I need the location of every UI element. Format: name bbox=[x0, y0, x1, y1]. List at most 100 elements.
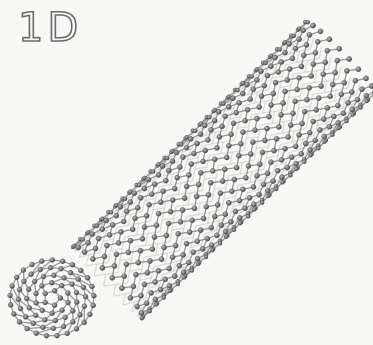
cap-atom bbox=[49, 280, 55, 286]
cap-atom bbox=[23, 314, 29, 320]
tube-atom bbox=[258, 68, 264, 74]
tube-atom bbox=[268, 159, 274, 165]
tube-bond bbox=[111, 216, 122, 221]
tube-atom bbox=[368, 83, 373, 89]
tube-bond bbox=[163, 172, 174, 177]
nanotube-back-lattice bbox=[72, 21, 373, 319]
tube-bond bbox=[248, 114, 252, 127]
tube-atom bbox=[349, 89, 355, 95]
tube-atom bbox=[268, 63, 274, 69]
tube-bond bbox=[313, 70, 318, 83]
tube-atom bbox=[231, 176, 238, 183]
tube-bond bbox=[234, 128, 238, 141]
tube-atom bbox=[244, 81, 250, 88]
tube-atom bbox=[278, 157, 285, 163]
tube-atom bbox=[141, 224, 148, 230]
tube-bond bbox=[326, 78, 339, 82]
cap-atom bbox=[43, 333, 50, 339]
tube-atom bbox=[171, 185, 178, 192]
tube-atom bbox=[274, 167, 281, 174]
tube-atom bbox=[208, 127, 214, 133]
cap-atom bbox=[59, 307, 65, 313]
tube-atom bbox=[302, 159, 307, 165]
tube-atom bbox=[336, 46, 343, 52]
tube-bond bbox=[253, 91, 259, 104]
tube-bond bbox=[237, 182, 250, 186]
tube-bond bbox=[307, 58, 320, 62]
cap-atom bbox=[42, 290, 48, 297]
cap-atom bbox=[40, 273, 47, 280]
tube-bond bbox=[223, 139, 235, 143]
tube-atom bbox=[340, 110, 347, 116]
tube-atom bbox=[155, 210, 162, 217]
cap-atom bbox=[39, 307, 45, 314]
tube-atom bbox=[237, 220, 243, 226]
tube-bond bbox=[97, 229, 108, 235]
tube-bond bbox=[191, 168, 196, 181]
tube-bond bbox=[162, 217, 175, 221]
tube-atom bbox=[211, 117, 218, 124]
tube-atom bbox=[296, 36, 302, 42]
tube-atom bbox=[185, 259, 192, 266]
tube-atom bbox=[300, 52, 307, 59]
tube-atom bbox=[282, 49, 288, 56]
tube-bond bbox=[181, 236, 194, 241]
tube-atom bbox=[264, 170, 271, 177]
fullerene-cap bbox=[7, 257, 97, 339]
tube-atom bbox=[258, 93, 265, 99]
nanotube-body bbox=[70, 19, 373, 321]
tube-atom bbox=[205, 191, 212, 198]
tube-bond bbox=[249, 171, 253, 183]
tube-atom bbox=[169, 197, 176, 203]
tube-atom bbox=[211, 213, 218, 220]
tube-bond bbox=[110, 248, 123, 252]
tube-atom bbox=[217, 190, 224, 196]
tube-bond bbox=[230, 161, 243, 165]
tube-atom bbox=[157, 199, 164, 205]
tube-atom bbox=[270, 90, 277, 97]
tube-atom bbox=[282, 88, 288, 95]
tube-atom bbox=[278, 112, 284, 118]
tube-atom bbox=[308, 153, 313, 158]
tube-atom bbox=[272, 54, 278, 61]
tube-atom bbox=[144, 269, 151, 276]
tube-atom bbox=[352, 77, 359, 84]
tube-bond bbox=[215, 220, 220, 231]
tube-atom bbox=[331, 113, 337, 120]
tube-bond bbox=[131, 307, 143, 313]
tube-atom bbox=[292, 143, 299, 150]
tube-atom bbox=[92, 245, 99, 252]
tube-atom bbox=[244, 106, 251, 113]
tube-atom bbox=[326, 123, 333, 130]
tube-atom bbox=[284, 164, 291, 171]
tube-bond bbox=[201, 143, 213, 147]
tube-atom bbox=[94, 223, 100, 229]
tube-atom bbox=[215, 109, 222, 115]
tube-atom bbox=[314, 39, 321, 45]
tube-atom bbox=[308, 73, 315, 79]
tube-atom bbox=[119, 285, 125, 291]
cap-atom bbox=[33, 312, 39, 319]
tube-bond bbox=[262, 101, 267, 114]
tube-atom bbox=[141, 281, 148, 288]
tube-bond bbox=[308, 114, 321, 119]
cap-bond bbox=[70, 272, 88, 279]
cap-atom bbox=[67, 270, 74, 276]
tube-bond bbox=[83, 243, 94, 248]
tube-atom bbox=[113, 251, 120, 258]
tube-atom bbox=[354, 96, 361, 103]
tube-atom bbox=[250, 86, 257, 92]
tube-atom bbox=[117, 203, 124, 210]
cap-atom bbox=[69, 262, 76, 268]
tube-atom bbox=[288, 173, 293, 178]
tube-bond bbox=[187, 192, 191, 205]
tube-bond bbox=[106, 219, 113, 231]
tube-bond bbox=[337, 67, 342, 80]
tube-atom bbox=[161, 244, 167, 251]
tube-atom bbox=[193, 128, 198, 134]
tube-bond bbox=[288, 95, 301, 99]
tube-atom bbox=[137, 194, 144, 201]
tube-atom bbox=[75, 244, 81, 251]
tube-bond bbox=[240, 171, 253, 175]
